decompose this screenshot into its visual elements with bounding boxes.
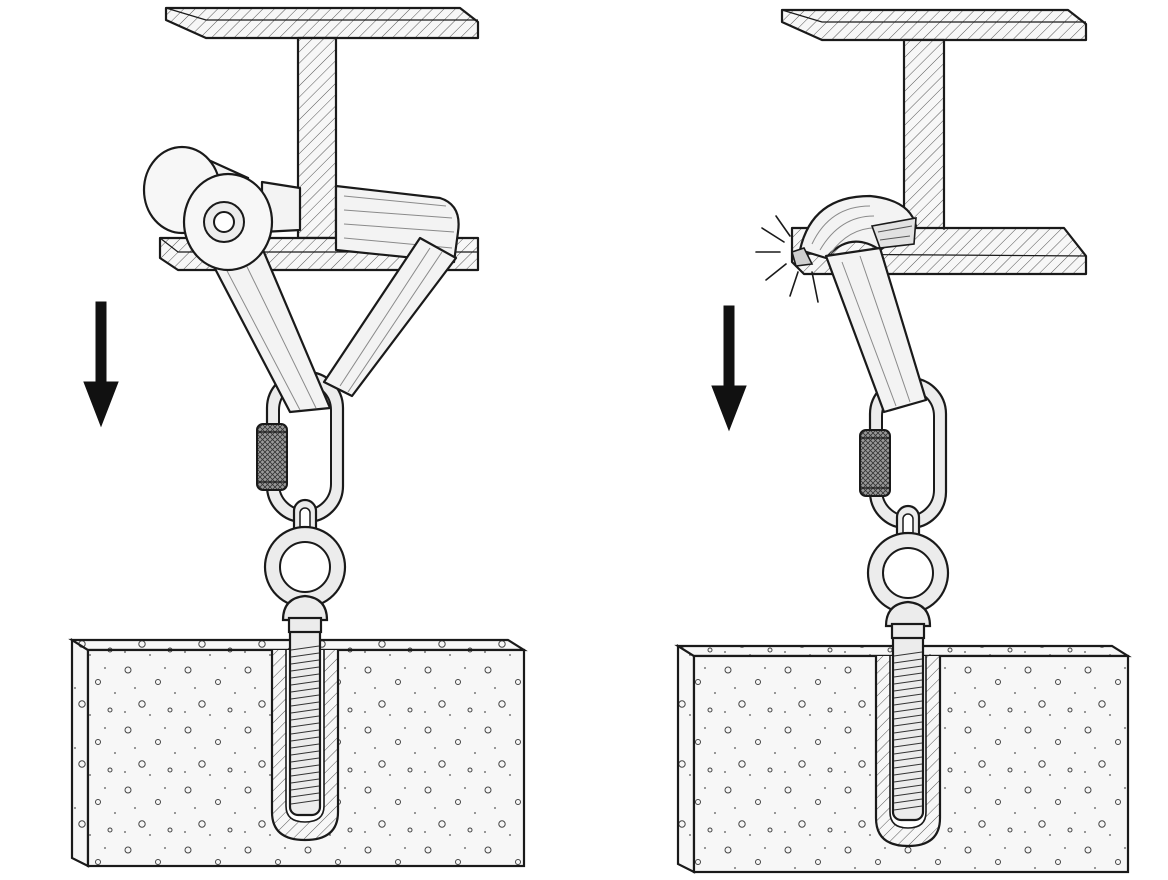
left-panel	[68, 6, 528, 868]
roller-left	[142, 145, 274, 272]
load-arrow-left	[83, 301, 119, 428]
webbing-sling-left	[198, 180, 460, 414]
threaded-bolt-right	[891, 628, 925, 822]
carabiner-eyebolt-right	[858, 376, 950, 640]
failure-spark-lines	[755, 215, 819, 303]
threaded-bolt-left	[288, 623, 322, 817]
right-panel	[674, 8, 1132, 874]
load-arrow-right	[711, 305, 747, 432]
frayed-sling-right	[791, 194, 928, 414]
